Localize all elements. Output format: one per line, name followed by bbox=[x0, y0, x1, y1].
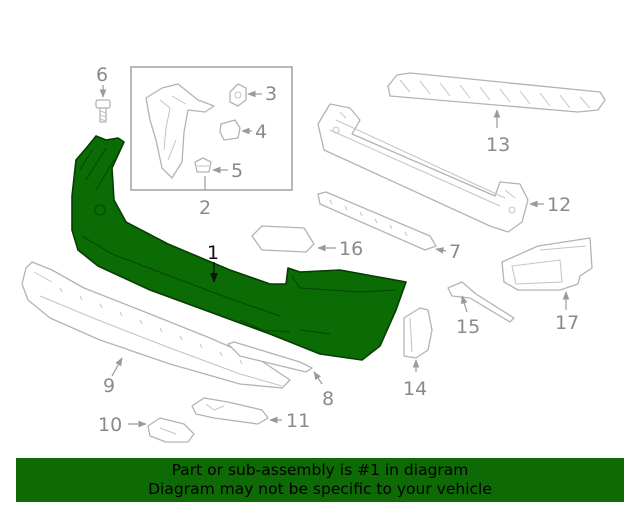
callout-8: 8 bbox=[322, 388, 334, 410]
callout-14: 14 bbox=[403, 378, 427, 400]
callout-16: 16 bbox=[339, 238, 363, 260]
callout-6: 6 bbox=[96, 64, 108, 86]
part-8-lower-trim bbox=[227, 341, 323, 385]
part-14-side-cover bbox=[403, 307, 433, 372]
callout-12: 12 bbox=[547, 194, 571, 216]
callout-7: 7 bbox=[449, 241, 461, 263]
part-2-bracket-kit-box bbox=[130, 66, 293, 191]
callout-1: 1 bbox=[207, 242, 219, 264]
info-banner: Part or sub-assembly is #1 in diagram Di… bbox=[16, 458, 624, 502]
part-7-upper-molding bbox=[317, 191, 447, 254]
part-17-side-bracket bbox=[501, 237, 593, 310]
callout-2: 2 bbox=[199, 197, 211, 219]
part-11-lower-bracket bbox=[191, 397, 282, 425]
callout-10: 10 bbox=[98, 414, 122, 436]
part-10-lower-clip bbox=[128, 417, 195, 443]
callout-11: 11 bbox=[286, 410, 310, 432]
callout-4: 4 bbox=[255, 121, 267, 143]
callout-5: 5 bbox=[231, 160, 243, 182]
part-16-tow-hook-cover bbox=[251, 225, 336, 253]
callout-15: 15 bbox=[456, 316, 480, 338]
callout-9: 9 bbox=[103, 375, 115, 397]
callout-13: 13 bbox=[486, 134, 510, 156]
banner-line-1: Part or sub-assembly is #1 in diagram bbox=[171, 461, 469, 479]
callout-17: 17 bbox=[555, 312, 579, 334]
part-6-screw bbox=[95, 85, 111, 123]
part-12-reinforcement-beam bbox=[317, 103, 544, 233]
callout-3: 3 bbox=[265, 83, 277, 105]
banner-line-2: Diagram may not be specific to your vehi… bbox=[148, 480, 492, 498]
part-1-bumper-cover-highlighted bbox=[71, 135, 407, 361]
part-13-energy-absorber bbox=[387, 72, 606, 128]
part-9-lower-valance bbox=[21, 261, 291, 389]
part-15-bracket bbox=[447, 281, 515, 323]
